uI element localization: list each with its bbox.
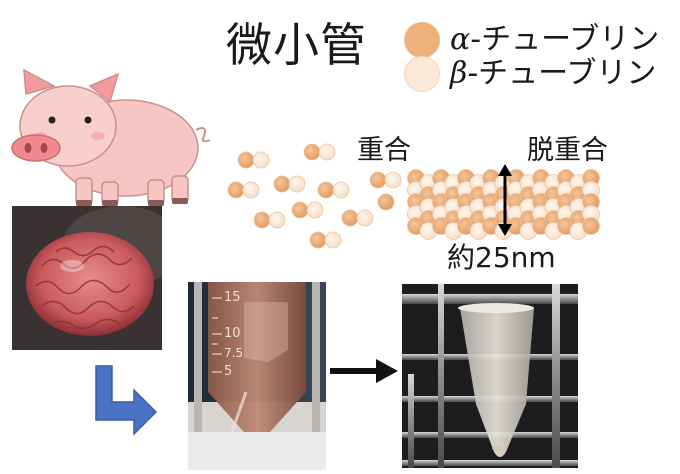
beta-tubulin-dot (384, 171, 402, 189)
alpha-tubulin-dot (253, 211, 271, 229)
elbow-arrow-icon (95, 365, 158, 436)
polymerization-label: 重合 (357, 135, 411, 166)
beta-tubulin-dot (242, 181, 260, 199)
legend-alpha-tubulin: α-チューブリン (404, 22, 659, 58)
alpha-tubulin-dot (309, 231, 327, 249)
alpha-symbol: α (450, 22, 471, 57)
beta-tubulin-dot (318, 143, 336, 161)
right-arrow-icon (330, 359, 398, 383)
beta-tubulin-dot (268, 211, 286, 229)
diameter-label: 約25nm (447, 241, 556, 274)
tube-scale-10: 10 (224, 326, 241, 341)
beta-tubulin-swatch (404, 56, 440, 92)
pig-icon (11, 68, 211, 206)
alpha-tubulin-dot (303, 143, 321, 161)
tube-scale-5: 5 (224, 364, 233, 379)
alpha-tubulin-dot (273, 175, 291, 193)
alpha-tubulin-swatch (404, 22, 440, 58)
diameter-arrow-icon (498, 164, 512, 236)
beta-symbol: β (450, 56, 468, 91)
tube-scale-15: 15 (224, 290, 241, 305)
beta-tubulin-dot (356, 209, 374, 227)
alpha-tubulin-dot (582, 217, 600, 235)
conical-tube-photo: 15 10 7.5 5 (188, 282, 326, 470)
alpha-tubulin-dot (227, 181, 245, 199)
depolymerization-label: 脱重合 (527, 135, 608, 166)
beta-label: -チューブリン (467, 56, 657, 91)
legend-beta-tubulin: β-チューブリン (404, 56, 656, 92)
alpha-tubulin-dot (291, 201, 309, 219)
tube-scale-7-5: 7.5 (224, 346, 244, 360)
beta-tubulin-dot (306, 201, 324, 219)
microtubule-lattice (407, 169, 600, 240)
beta-tubulin-dot (288, 175, 306, 193)
alpha-tubulin-dot (377, 193, 395, 211)
alpha-tubulin-dot (317, 181, 335, 199)
beta-tubulin-dot (324, 231, 342, 249)
free-tubulin-dimers (227, 143, 402, 249)
microtube-pellet-photo (402, 284, 578, 468)
alpha-label: -チューブリン (470, 22, 660, 57)
beta-tubulin-dot (252, 151, 270, 169)
alpha-tubulin-dot (341, 209, 359, 227)
beta-tubulin-dot (332, 181, 350, 199)
brain-photo (12, 206, 162, 350)
alpha-tubulin-dot (237, 151, 255, 169)
alpha-tubulin-dot (369, 171, 387, 189)
diagram-title: 微小管 (226, 18, 367, 72)
